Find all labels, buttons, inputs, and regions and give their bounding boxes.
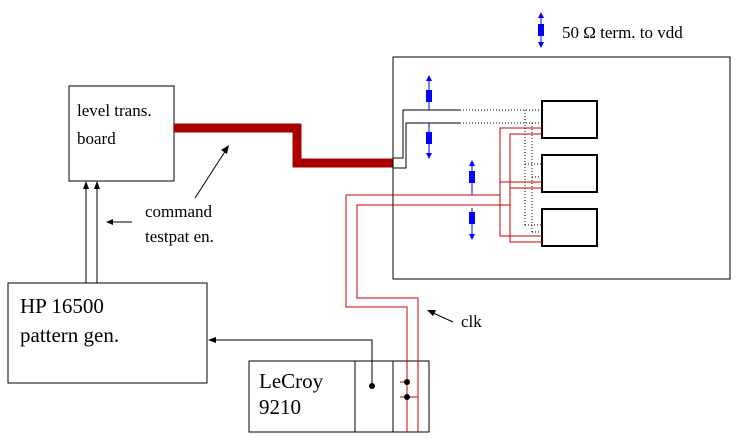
- hp-label-1: HP 16500: [20, 294, 104, 318]
- level-trans-label-2: board: [77, 129, 116, 148]
- chip-2: [541, 154, 598, 193]
- hp-pattern-gen-box: [7, 282, 208, 384]
- clk-arrow: [427, 310, 454, 323]
- lecroy-label-1: LeCroy: [259, 369, 324, 393]
- lecroy-box: [248, 360, 430, 433]
- command-arrow: [194, 145, 229, 199]
- lecroy-label-2: 9210: [259, 395, 301, 419]
- term-resistor-c: [469, 160, 475, 195]
- testpat-arrow: [106, 219, 132, 225]
- command-label: command: [145, 202, 213, 221]
- level-trans-label-1: level trans.: [77, 101, 152, 120]
- lecroy-clk-connector-1: [404, 379, 410, 385]
- legend: 50 Ω term. to vdd: [538, 12, 683, 48]
- chip-1: [541, 100, 598, 139]
- clock-wires: [345, 127, 542, 432]
- hp-label-2: pattern gen.: [20, 323, 119, 347]
- lecroy-to-hp-line: [208, 337, 375, 389]
- termination-resistor-icon: [538, 12, 544, 48]
- term-resistor-b: [426, 123, 432, 159]
- term-resistor-d: [469, 208, 475, 240]
- term-resistor-a: [426, 75, 432, 110]
- legend-text: 50 Ω term. to vdd: [562, 23, 683, 42]
- dotted-distribution: [460, 109, 542, 233]
- lecroy-clk-connector-2: [404, 394, 410, 400]
- thick-cable: [174, 123, 393, 168]
- command-wires: [393, 109, 460, 169]
- clk-label: clk: [461, 312, 482, 331]
- chip-3: [541, 208, 598, 247]
- level-trans-board-box: [68, 85, 175, 182]
- testpat-label: testpat en.: [145, 227, 214, 246]
- hp-to-board-lines: [83, 181, 100, 283]
